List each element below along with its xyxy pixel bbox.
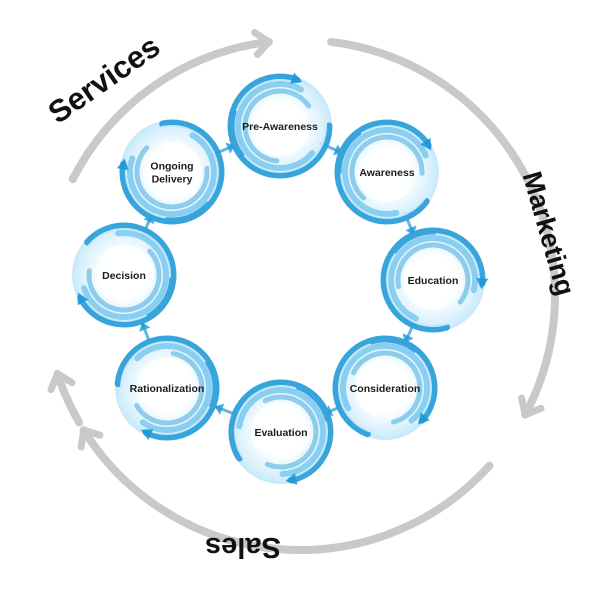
stage-label: Consideration <box>350 383 421 395</box>
chevron-arrow-icon <box>251 29 273 58</box>
outer-ring-arc <box>68 37 273 184</box>
stage-node-7: Decision <box>72 222 177 328</box>
stage-label-line: Consideration <box>350 383 421 395</box>
swirl-icon <box>380 227 489 333</box>
stage-node-5: Evaluation <box>228 379 334 485</box>
outer-ring-arc <box>79 426 494 554</box>
swirl-icon <box>228 379 334 485</box>
stage-label: Decision <box>102 270 146 282</box>
stage-node-2: Awareness <box>334 119 439 225</box>
stage-label-line: Education <box>408 275 459 287</box>
outer-ring-arc <box>327 37 559 419</box>
outer-cycle-ring <box>47 29 559 554</box>
stage-label-line: Ongoing <box>150 161 193 173</box>
outer-ring-arc <box>53 369 84 427</box>
chevron-arrow-icon <box>518 394 545 419</box>
stage-label: Education <box>408 275 459 287</box>
stage-label: Rationalization <box>130 383 205 395</box>
phase-title-sales: Sales <box>205 531 281 563</box>
stage-node-3: Education <box>380 227 489 333</box>
stage-label: Evaluation <box>254 427 307 439</box>
stage-label-line: Awareness <box>359 167 414 179</box>
stage-label-line: Pre-Awareness <box>242 121 318 133</box>
phase-title-marketing: Marketing <box>517 168 581 299</box>
phase-title-services: Services <box>42 28 167 130</box>
stage-label: Pre-Awareness <box>242 121 318 133</box>
stage-label-line: Decision <box>102 270 146 282</box>
chevron-arrow-icon <box>77 426 104 451</box>
stage-label-line: Evaluation <box>254 427 307 439</box>
stage-node-1: Pre-Awareness <box>227 72 333 179</box>
swirl-icon <box>77 222 177 328</box>
stage-node-6: Rationalization <box>114 335 220 441</box>
stage-swirls: Pre-AwarenessAwarenessEducationConsidera… <box>72 72 489 485</box>
stage-node-4: Consideration <box>332 335 438 440</box>
stage-label-line: Rationalization <box>130 383 205 395</box>
stage-label-line: Delivery <box>152 174 193 186</box>
stage-label: Awareness <box>359 167 414 179</box>
